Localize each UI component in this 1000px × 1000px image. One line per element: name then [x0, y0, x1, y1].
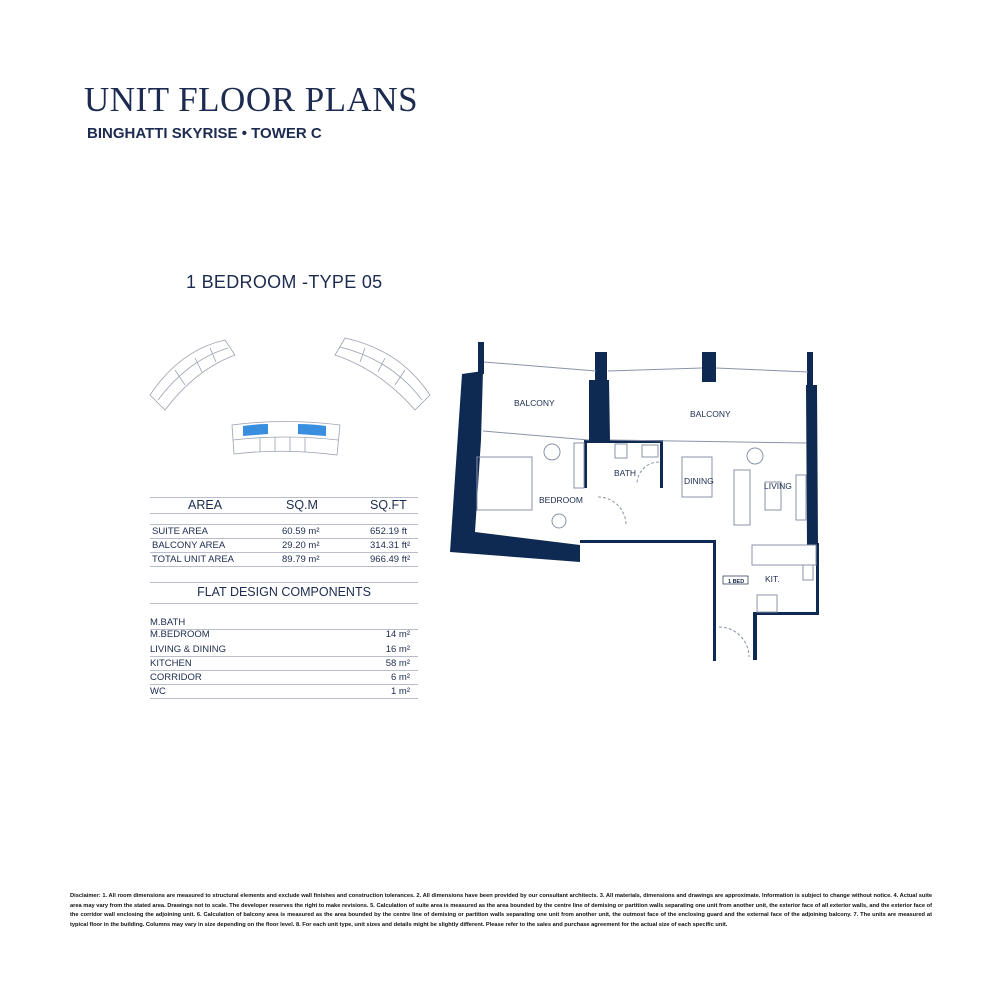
disclaimer: Disclaimer: 1. All room dimensions are m…	[70, 893, 932, 928]
label-kitchen: KIT.	[765, 574, 780, 584]
row-label: M.BEDROOM	[150, 629, 210, 640]
row-label: M.BATH	[150, 617, 186, 628]
table-row: TOTAL UNIT AREA 89.79 m² 966.49 ft²	[150, 553, 418, 567]
label-bedroom: BEDROOM	[539, 495, 583, 505]
page-title: UNIT FLOOR PLANS	[84, 80, 419, 119]
key-plan-tower-right	[334, 337, 431, 411]
key-plan-tower-c	[231, 421, 341, 456]
label-balcony-right: BALCONY	[690, 409, 731, 419]
col-header-area: AREA	[188, 498, 223, 512]
row-value: 16 m²	[385, 644, 410, 655]
label-bath: BATH	[614, 468, 636, 478]
col-header-sqft: SQ.FT	[370, 498, 407, 512]
row-label: WC	[150, 686, 166, 697]
table-row: CORRIDOR 6 m²	[150, 671, 418, 685]
row-value: 1 m²	[391, 686, 410, 697]
table-row: BALCONY AREA 29.20 m² 314.31 ft²	[150, 539, 418, 553]
table-row: SUITE AREA 60.59 m² 652.19 ft	[150, 525, 418, 539]
row-sqm: 60.59 m²	[282, 526, 320, 537]
row-sqft: 314.31 ft²	[370, 540, 411, 551]
row-label: TOTAL UNIT AREA	[152, 554, 235, 565]
row-label: KITCHEN	[150, 658, 192, 669]
key-plan-unit-highlight-left	[243, 424, 268, 436]
row-value: 14 m²	[385, 629, 410, 640]
key-plan-unit-highlight-right	[298, 424, 326, 436]
label-dining: DINING	[684, 476, 714, 486]
walls	[450, 342, 819, 661]
label-living: LIVING	[764, 481, 792, 491]
unit-type-heading: 1 BEDROOM -TYPE 05	[186, 272, 383, 292]
row-label: BALCONY AREA	[152, 540, 226, 551]
table-row: WC 1 m²	[150, 685, 418, 699]
row-value: 58 m²	[385, 658, 410, 669]
row-label: SUITE AREA	[152, 526, 208, 537]
unit-tag: 1 BED	[728, 579, 744, 585]
row-label: LIVING & DINING	[150, 644, 227, 655]
page-subtitle: BINGHATTI SKYRISE • TOWER C	[87, 125, 322, 142]
components-title: FLAT DESIGN COMPONENTS	[197, 585, 371, 599]
key-plan	[149, 337, 431, 456]
key-plan-tower-left	[149, 339, 236, 411]
row-sqft: 652.19 ft	[370, 526, 407, 537]
row-value: 6 m²	[391, 672, 410, 683]
table-row: M.BEDROOM 14 m²	[150, 627, 418, 641]
row-sqm: 89.79 m²	[282, 554, 320, 565]
table-row: LIVING & DINING 16 m²	[150, 643, 418, 657]
table-row: KITCHEN 58 m²	[150, 657, 418, 671]
row-sqft: 966.49 ft²	[370, 554, 411, 565]
label-balcony-left: BALCONY	[514, 398, 555, 408]
col-header-sqm: SQ.M	[286, 498, 318, 512]
floor-plan: BALCONY BALCONY BEDROOM BATH DINING LIVI…	[450, 342, 819, 661]
table-row: M.BATH	[150, 615, 418, 629]
row-label: CORRIDOR	[150, 672, 202, 683]
row-sqm: 29.20 m²	[282, 540, 320, 551]
